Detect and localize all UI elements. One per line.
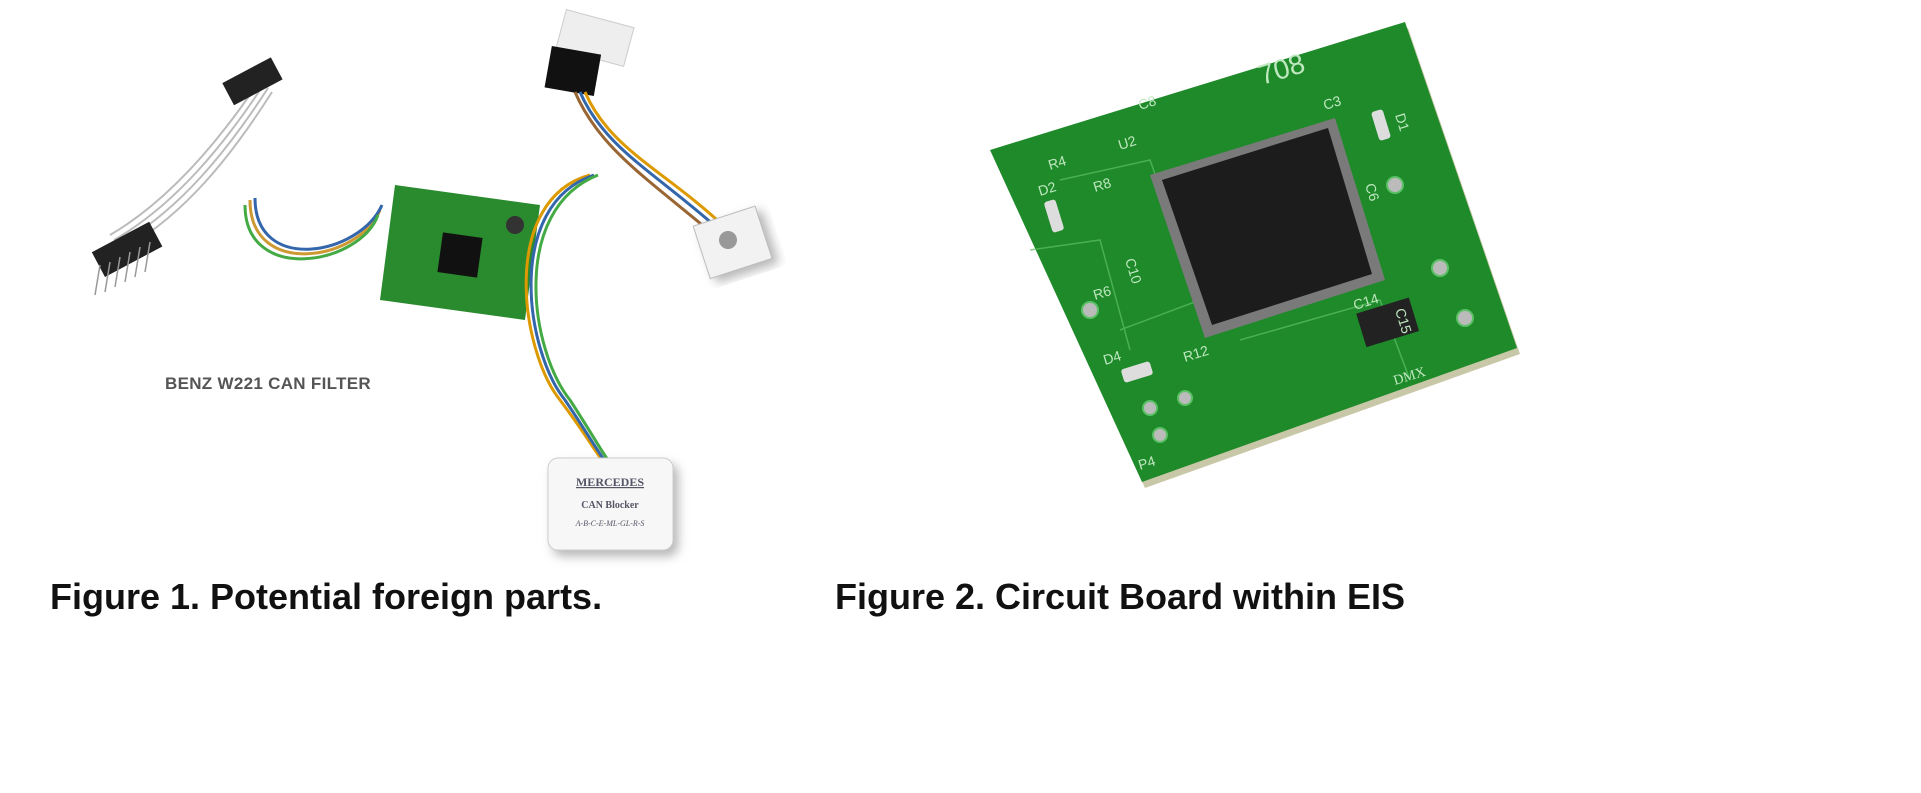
can-filter-label: BENZ W221 CAN FILTER bbox=[165, 374, 371, 393]
svg-text:C8: C8 bbox=[1136, 92, 1158, 113]
svg-text:P4: P4 bbox=[1136, 452, 1157, 472]
svg-text:D4: D4 bbox=[1101, 347, 1123, 368]
svg-text:C15: C15 bbox=[1392, 306, 1415, 335]
can-filter-photo bbox=[91, 57, 540, 320]
svg-text:C6: C6 bbox=[1362, 181, 1383, 203]
svg-text:U2: U2 bbox=[1116, 132, 1138, 153]
svg-text:D2: D2 bbox=[1036, 178, 1058, 199]
svg-text:R8: R8 bbox=[1091, 174, 1113, 195]
figure-1-caption: Figure 1. Potential foreign parts. bbox=[50, 576, 603, 617]
can-blocker-photo: MERCEDES CAN Blocker A-B-C-E-ML-GL-R-S bbox=[524, 9, 773, 551]
svg-text:C14: C14 bbox=[1351, 290, 1380, 313]
circuit-board-photo: R4 U2 C8 D2 R8 C10 R6 R12 D4 P4 C15 C14 … bbox=[990, 22, 1520, 488]
svg-text:C3: C3 bbox=[1321, 92, 1343, 113]
svg-text:C10: C10 bbox=[1122, 256, 1145, 285]
blocker-brand: MERCEDES bbox=[576, 475, 644, 489]
svg-text:R12: R12 bbox=[1181, 342, 1210, 365]
svg-text:R4: R4 bbox=[1046, 152, 1068, 173]
figure-2-caption: Figure 2. Circuit Board within EIS bbox=[835, 576, 1406, 617]
svg-text:D1: D1 bbox=[1392, 111, 1413, 133]
blocker-name: CAN Blocker bbox=[581, 500, 639, 511]
blocker-models: A-B-C-E-ML-GL-R-S bbox=[575, 519, 645, 528]
svg-text:R6: R6 bbox=[1091, 282, 1113, 303]
